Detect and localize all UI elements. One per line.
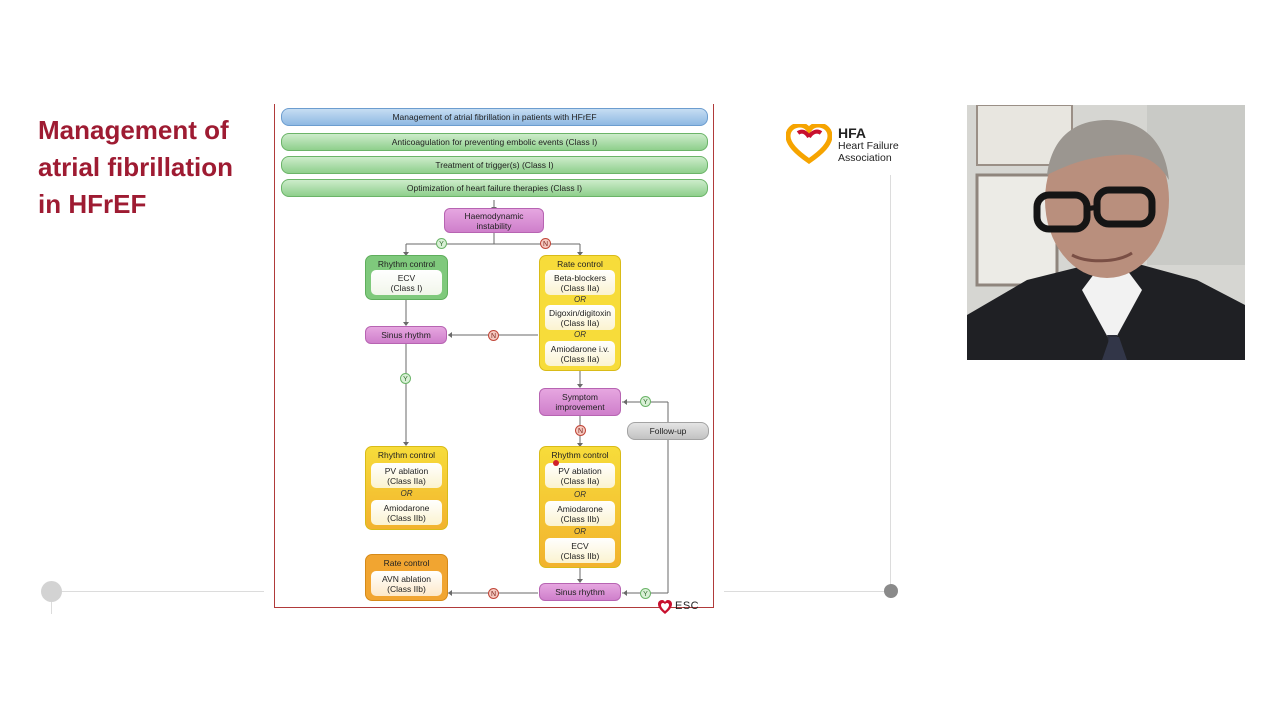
left-dot [41,581,62,602]
rhythm-control-title-2: Rhythm control [377,450,436,460]
yes-badge: Y [640,588,651,599]
presenter-image [967,105,1245,360]
bottom-divider-left [62,591,264,592]
rate-control-item-digoxin: Digoxin/digitoxin (Class IIa) [545,305,615,330]
haemodynamic-instability-node: Haemodynamic instability [444,208,544,233]
bar-treatment-triggers: Treatment of trigger(s) (Class I) [281,156,708,174]
right-dot [884,584,898,598]
logo-name: Heart Failure Association [838,140,899,164]
rhythm-control-3-item-amiodarone: Amiodarone (Class IIb) [545,501,615,526]
follow-up-node: Follow-up [627,422,709,440]
rate-control-title-1: Rate control [557,259,603,269]
esc-label: ESC [675,600,700,612]
rhythm-control-title-3: Rhythm control [551,450,609,460]
rate-control-item-amiodarone-iv: Amiodarone i.v. (Class IIa) [545,341,615,366]
bar-management: Management of atrial fibrillation in pat… [281,108,708,126]
rhythm-control-box-3: Rhythm control PV ablation (Class IIa) O… [539,446,621,568]
bottom-divider-right [724,591,886,592]
or-label: OR [574,490,586,499]
no-badge: N [488,330,499,341]
or-label: OR [574,527,586,536]
rhythm-control-box-2: Rhythm control PV ablation (Class IIa) O… [365,446,448,530]
sinus-rhythm-node-1: Sinus rhythm [365,326,447,344]
bar-optimization: Optimization of heart failure therapies … [281,179,708,197]
rate-control-item-beta-blockers: Beta-blockers (Class IIa) [545,270,615,295]
rate-control-box-2: Rate control AVN ablation (Class IIb) [365,554,448,601]
slide-title: Management of atrial fibrillation in HFr… [38,115,234,219]
no-badge: N [540,238,551,249]
yes-badge: Y [436,238,447,249]
rhythm-control-title-1: Rhythm control [377,259,436,269]
rhythm-control-item-ecv: ECV (Class I) [371,270,442,295]
left-tick [51,600,52,614]
rate-control-box-1: Rate control Beta-blockers (Class IIa) O… [539,255,621,371]
or-label: OR [574,295,586,304]
right-vertical-divider [890,175,891,587]
hfa-logo: HFA Heart Failure Association [786,124,916,168]
bar-anticoagulation: Anticoagulation for preventing embolic e… [281,133,708,151]
rhythm-control-3-item-ecv: ECV (Class IIb) [545,538,615,563]
rate-control-item-avn-ablation: AVN ablation (Class IIb) [371,571,442,596]
presenter-video [967,105,1245,360]
sinus-rhythm-node-2: Sinus rhythm [539,583,621,601]
esc-logo: ESC [657,598,703,616]
yes-badge: Y [640,396,651,407]
esc-heart-icon [658,600,672,614]
logo-abbreviation: HFA [838,125,866,141]
rhythm-control-2-item-amiodarone: Amiodarone (Class IIb) [371,500,442,525]
symptom-improvement-node: Symptom improvement [539,388,621,416]
pointer-cursor-dot [553,460,559,466]
or-label: OR [400,489,413,498]
hfa-heart-icon [786,124,832,164]
no-badge: N [575,425,586,436]
or-label: OR [574,330,586,339]
rhythm-control-2-item-pv-ablation: PV ablation (Class IIa) [371,463,442,488]
rate-control-title-2: Rate control [383,558,430,568]
rhythm-control-box-1: Rhythm control ECV (Class I) [365,255,448,300]
yes-badge: Y [400,373,411,384]
rhythm-control-3-item-pv-ablation: PV ablation (Class IIa) [545,463,615,488]
no-badge: N [488,588,499,599]
